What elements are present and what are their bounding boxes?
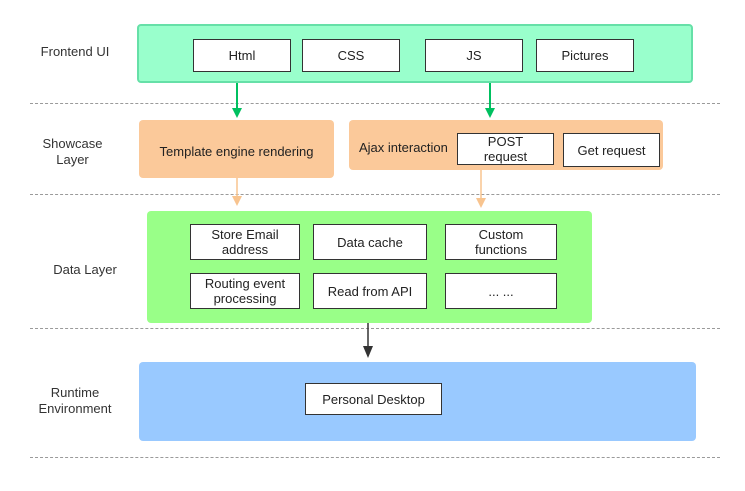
post-request-line1: POST	[487, 134, 524, 149]
store-email-line2: address	[221, 242, 269, 257]
template-engine-band	[139, 120, 334, 178]
custom-functions-box: Custom functions	[445, 224, 557, 260]
template-engine-label: Template engine rendering	[159, 144, 314, 159]
frontend-item-js: JS	[425, 39, 523, 72]
custom-functions-line1: Custom	[478, 227, 524, 242]
store-email-line1: Store Email	[211, 227, 279, 242]
arrow-js-to-post	[485, 83, 495, 118]
read-api-box: Read from API	[313, 273, 427, 309]
divider-1	[30, 103, 720, 104]
arrow-data-to-runtime	[363, 323, 373, 358]
layer-label-showcase-line2: Layer	[56, 152, 89, 167]
frontend-item-html: Html	[193, 39, 291, 72]
divider-4	[30, 457, 720, 458]
get-request-box: Get request	[563, 133, 660, 167]
personal-desktop-box: Personal Desktop	[305, 383, 442, 415]
custom-functions-line2: functions	[474, 242, 528, 257]
data-cache-box: Data cache	[313, 224, 427, 260]
layer-label-showcase-line1: Showcase	[42, 136, 103, 151]
frontend-item-css: CSS	[302, 39, 400, 72]
post-request-box: POST request	[457, 133, 554, 165]
divider-3	[30, 328, 720, 329]
divider-2	[30, 194, 720, 195]
store-email-box: Store Email address	[190, 224, 300, 260]
layer-label-runtime: Runtime Environment	[30, 385, 120, 417]
layer-label-runtime-line2: Environment	[38, 401, 112, 416]
arrow-post-to-data	[476, 170, 486, 208]
layer-label-showcase: Showcase Layer	[25, 136, 120, 168]
layer-label-runtime-line1: Runtime	[50, 385, 100, 400]
layer-label-data: Data Layer	[53, 262, 117, 277]
post-request-line2: request	[483, 149, 528, 164]
arrow-template-to-data	[232, 178, 242, 206]
routing-event-line2: processing	[213, 291, 277, 306]
frontend-item-pictures: Pictures	[536, 39, 634, 72]
routing-event-box: Routing event processing	[190, 273, 300, 309]
routing-event-line1: Routing event	[204, 276, 286, 291]
layer-label-frontend-ui: Frontend UI	[40, 44, 110, 59]
more-items-box: ... ...	[445, 273, 557, 309]
ajax-interaction-label: Ajax interaction	[359, 140, 448, 155]
arrow-html-to-template	[232, 83, 242, 118]
